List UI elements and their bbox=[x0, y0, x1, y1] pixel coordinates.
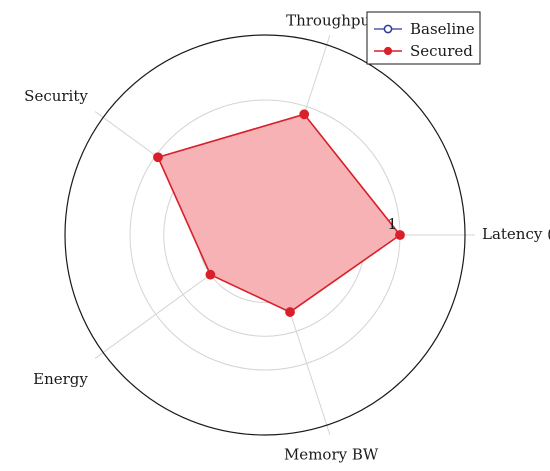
legend: Baseline Secured bbox=[366, 11, 481, 65]
axis-label-1: Throughput bbox=[286, 11, 376, 29]
series-secured-area bbox=[156, 113, 402, 313]
series-layer bbox=[153, 109, 405, 317]
r-tick-label: 1 bbox=[387, 215, 397, 233]
outer-boundary bbox=[64, 34, 466, 436]
axis-label-4: Memory BW bbox=[284, 446, 379, 464]
point-secured-1 bbox=[299, 109, 310, 120]
axis-label-0: Latency (inv.) bbox=[482, 225, 550, 243]
axis-label-3: Energy bbox=[33, 370, 88, 388]
point-secured-2 bbox=[153, 152, 163, 163]
legend-label-secured: Secured bbox=[410, 42, 473, 60]
point-secured-0 bbox=[395, 230, 405, 240]
point-secured-4 bbox=[285, 307, 295, 317]
axis-label-2: Security bbox=[24, 87, 88, 105]
legend-box bbox=[366, 11, 481, 65]
legend-label-baseline: Baseline bbox=[410, 20, 475, 38]
legend-marker-baseline bbox=[383, 24, 393, 34]
legend-marker-secured bbox=[383, 46, 393, 56]
point-secured-3 bbox=[205, 269, 216, 280]
